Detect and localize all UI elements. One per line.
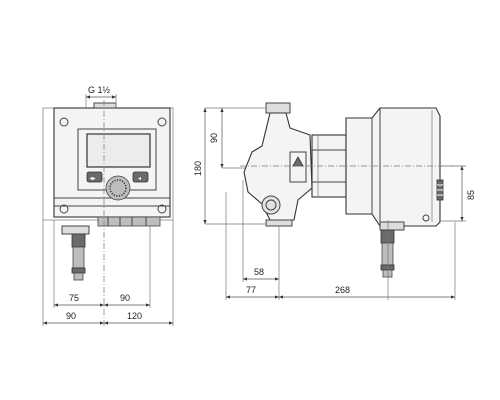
dim-inner-width: 58	[254, 267, 264, 277]
dim-total-height: 180	[193, 161, 203, 176]
dim-left-width: 77	[246, 285, 256, 295]
front-view: ◂▸ ◂ G 1½ 75 90	[42, 85, 174, 326]
dim-right-inner: 90	[120, 293, 130, 303]
mount-hole-top-left-icon	[59, 117, 69, 127]
display-screen	[86, 133, 151, 168]
key-right-button	[132, 171, 149, 183]
dim-left-inner: 75	[69, 293, 79, 303]
side-plug-cable	[381, 242, 394, 266]
mount-hole-top-right-icon	[157, 117, 167, 127]
dim-left-outer: 90	[66, 311, 76, 321]
drain-plug-icon	[261, 195, 281, 215]
plug-body	[71, 233, 86, 248]
dim-right-height: 85	[466, 190, 476, 200]
cable-gland	[61, 225, 90, 235]
side-plug-body	[380, 229, 395, 244]
flow-arrow-box	[289, 151, 307, 183]
key-left-button	[86, 171, 103, 183]
thread-connection	[93, 102, 117, 109]
key-left-symbol: ◂▸	[90, 176, 96, 182]
key-right-symbol: ◂	[138, 176, 141, 182]
dim-right-outer: 120	[127, 311, 142, 321]
thread-label: G 1½	[88, 85, 111, 95]
side-cable-gland	[379, 221, 405, 231]
bottom-flange	[265, 219, 293, 227]
mount-hole-bottom-left-icon	[59, 204, 69, 214]
electronics-module	[345, 107, 441, 227]
mount-hole-bottom-right-icon	[157, 204, 167, 214]
dim-total-width: 268	[335, 285, 350, 295]
plug-cable	[72, 246, 85, 269]
dim-top-height: 90	[209, 133, 219, 143]
side-view: 180 90	[193, 102, 476, 300]
top-flange	[265, 102, 291, 114]
terminal-strip	[97, 216, 161, 227]
